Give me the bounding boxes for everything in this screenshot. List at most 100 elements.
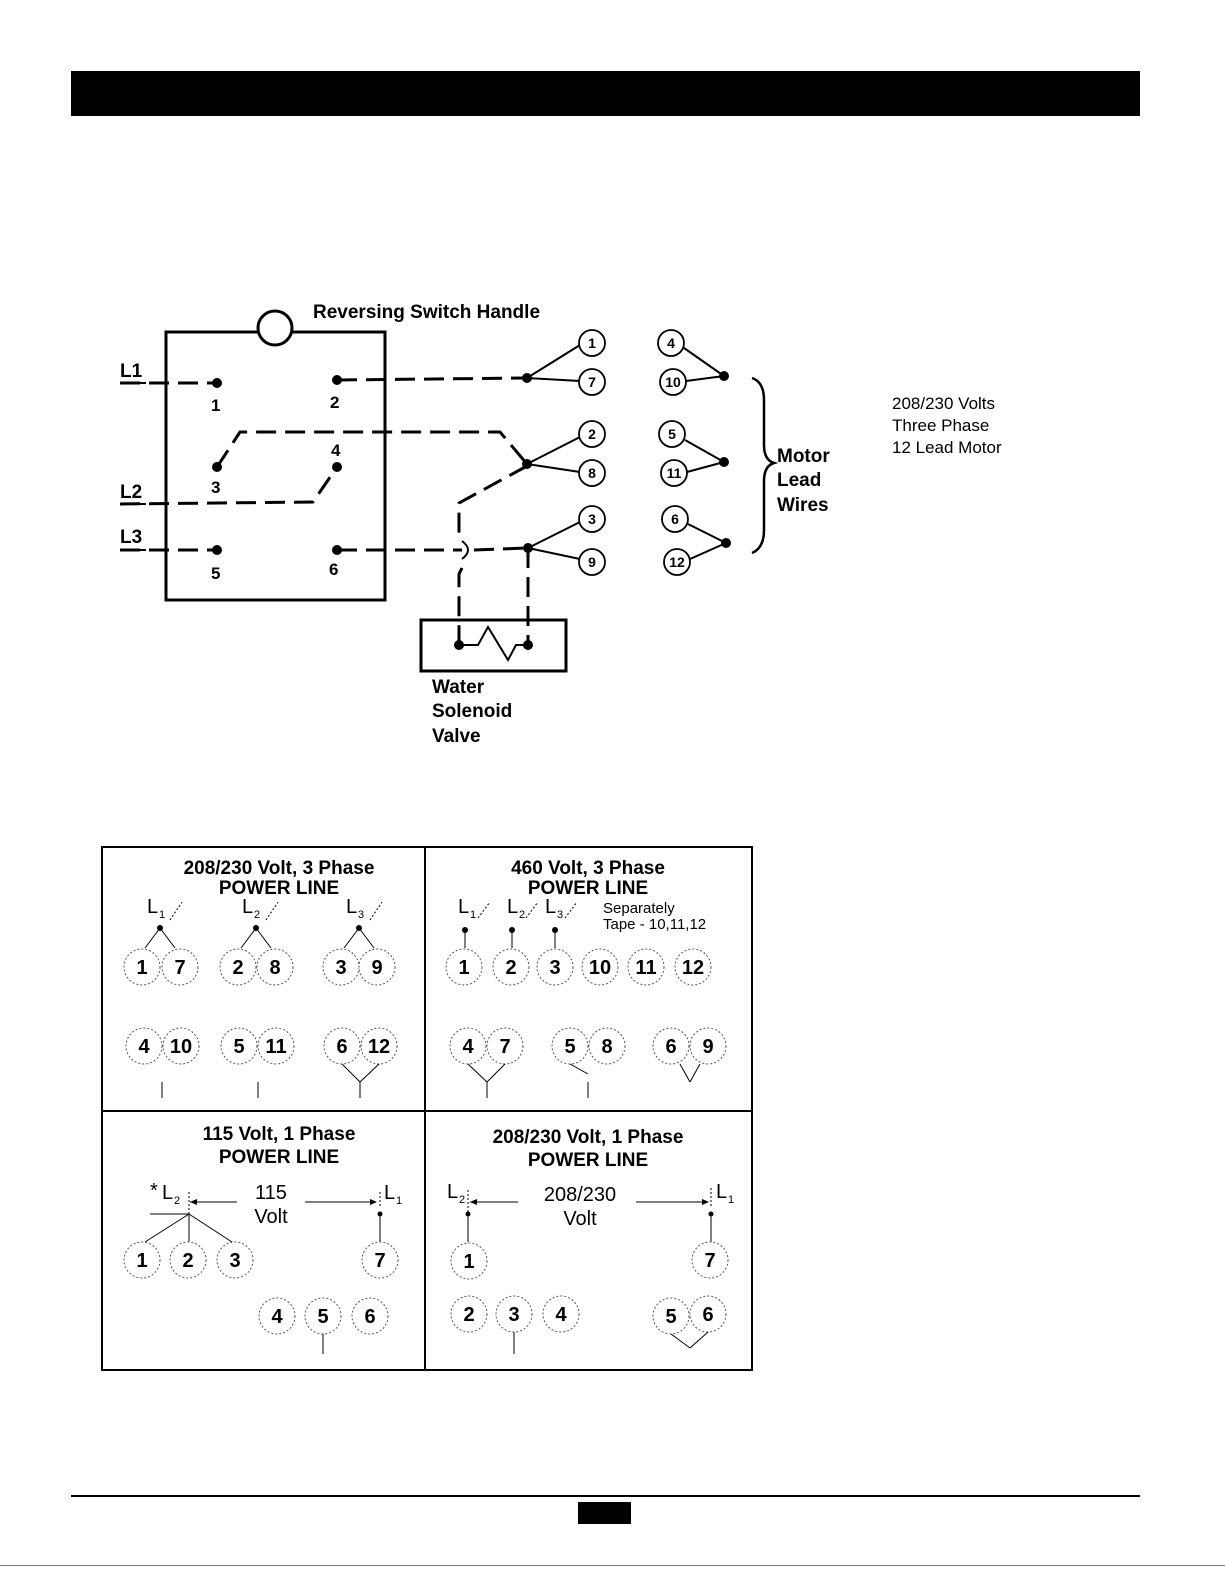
- panel2-r1-2: 2: [505, 957, 516, 979]
- lead-11-circle: [660, 459, 688, 487]
- panel2-r1-1: 1: [458, 957, 469, 979]
- panel2-l3: L: [545, 896, 556, 918]
- panel3-volt-2: Volt: [254, 1206, 288, 1228]
- switch-handle-icon: [256, 309, 294, 347]
- panel1-l3-sub: 3: [358, 909, 364, 921]
- lead-5-circle: [658, 420, 686, 448]
- valve-label-3: Valve: [432, 726, 481, 747]
- panel3-l2-sub: 2: [174, 1195, 180, 1207]
- panel2-note-1: Separately: [603, 900, 675, 917]
- terminal-4-label: 4: [331, 441, 341, 460]
- panel4-r2-2: 3: [508, 1304, 519, 1326]
- panel-460-3phase: 460 Volt, 3 Phase POWER LINE L 1 L 2 L 3…: [445, 858, 727, 1098]
- panel-208-3phase: 208/230 Volt, 3 Phase POWER LINE L 1 L 2…: [123, 858, 398, 1098]
- lead-1-label: 1: [588, 335, 596, 351]
- lead-9-circle: [578, 548, 606, 576]
- lead-8-label: 8: [588, 465, 596, 481]
- terminal-2-dot: [332, 375, 342, 385]
- panel2-r2-6: 9: [702, 1036, 713, 1058]
- panel2-r1-3: 3: [549, 957, 560, 979]
- panel3-r1-1: 1: [136, 1250, 147, 1272]
- panel1-title: 208/230 Volt, 3 Phase: [184, 858, 375, 879]
- panel1-l1: L: [147, 896, 158, 918]
- motor-lead-connectors: 1 7 2 8 3 9 4 10 5 11: [522, 329, 830, 576]
- panel4-l2-sub: 2: [459, 1194, 465, 1206]
- panel-115-1phase: 115 Volt, 1 Phase POWER LINE * L 2 L 1 1…: [123, 1124, 402, 1354]
- panel1-r1-2: 7: [174, 957, 185, 979]
- panel3-r2-2: 5: [317, 1306, 328, 1328]
- note-line-3: 12 Lead Motor: [892, 438, 1002, 457]
- switch-box: [164, 330, 387, 602]
- panel2-l2-sub: 2: [519, 909, 525, 921]
- panel2-r2-3: 5: [564, 1036, 575, 1058]
- panel4-title: 208/230 Volt, 1 Phase: [493, 1127, 684, 1148]
- panel2-r2-2: 7: [499, 1036, 510, 1058]
- connection-panels: 208/230 Volt, 3 Phase POWER LINE L 1 L 2…: [101, 846, 753, 1371]
- panel2-l2: L: [507, 896, 518, 918]
- panel4-r2-4: 5: [665, 1306, 676, 1328]
- motor-lead-label-3: Wires: [777, 495, 829, 516]
- panel4-volt-2: Volt: [563, 1208, 597, 1230]
- panel2-note-2: Tape - 10,11,12: [603, 916, 706, 933]
- valve-label-1: Water: [432, 677, 485, 698]
- panel1-l3: L: [346, 896, 357, 918]
- terminal-6-label: 6: [329, 560, 338, 579]
- lead-4-label: 4: [667, 335, 675, 351]
- terminal-1-dot: [212, 378, 222, 388]
- panel2-r1-5: 11: [635, 957, 656, 979]
- panel3-title: 115 Volt, 1 Phase: [203, 1124, 356, 1145]
- terminal-4-dot: [332, 462, 342, 472]
- panel1-r2-4: 11: [265, 1036, 286, 1058]
- terminal-6-dot: [332, 545, 342, 555]
- panel1-l1-sub: 1: [159, 909, 165, 921]
- panel3-subtitle: POWER LINE: [219, 1147, 339, 1168]
- panel2-l1: L: [458, 896, 469, 918]
- panel1-r2-2: 10: [170, 1036, 192, 1058]
- panel1-r2-5: 6: [336, 1036, 347, 1058]
- panel2-l1-sub: 1: [470, 909, 476, 921]
- terminal-3-dot: [212, 462, 222, 472]
- panel2-r2-5: 6: [665, 1036, 676, 1058]
- panel4-l1: L: [716, 1181, 727, 1203]
- lead-12-circle: [663, 548, 691, 576]
- panels-frame: [101, 846, 753, 1371]
- reversing-switch: Reversing Switch Handle L1 L2 L3 1: [119, 302, 540, 645]
- panel3-r2-3: 6: [364, 1306, 375, 1328]
- terminal-3-label: 3: [211, 478, 220, 497]
- page-number-tab: [578, 1502, 631, 1524]
- panel4-subtitle: POWER LINE: [528, 1150, 648, 1171]
- lead-6-label: 6: [671, 511, 679, 527]
- lead-9-label: 9: [588, 554, 596, 570]
- panel3-volt-1: 115: [255, 1182, 287, 1204]
- panel2-r2-4: 8: [601, 1036, 612, 1058]
- line-label-l3: L3: [120, 527, 142, 548]
- panel1-l2: L: [242, 896, 253, 918]
- note-line-2: Three Phase: [892, 416, 990, 435]
- panel-208-1phase: 208/230 Volt, 1 Phase POWER LINE L 2 L 1…: [447, 1127, 734, 1354]
- panel2-r2-1: 4: [462, 1036, 474, 1058]
- panel4-l1-sub: 1: [728, 1194, 734, 1206]
- header-bar: [71, 71, 1140, 116]
- lead-10-label: 10: [665, 374, 681, 390]
- water-solenoid-valve: Water Solenoid Valve: [419, 618, 568, 747]
- note-line-1: 208/230 Volts: [892, 394, 996, 413]
- terminal-1-label: 1: [211, 396, 220, 415]
- line-label-l1: L1: [120, 361, 143, 382]
- panel1-r2-6: 12: [368, 1036, 390, 1058]
- lead-7-circle: [578, 368, 606, 396]
- lead-1-circle: [578, 329, 606, 357]
- panel1-r2-1: 4: [138, 1036, 150, 1058]
- valve-box: [419, 618, 568, 673]
- terminal-5-dot: [212, 545, 222, 555]
- panel1-r2-3: 5: [233, 1036, 244, 1058]
- lead-11-label: 11: [667, 465, 682, 481]
- panel1-r1-4: 8: [269, 957, 280, 979]
- panel3-r1-2: 2: [182, 1250, 193, 1272]
- lead-2-label: 2: [588, 426, 596, 442]
- lead-5-label: 5: [668, 426, 676, 442]
- panel2-r1-6: 12: [682, 957, 704, 979]
- panel1-l2-sub: 2: [254, 909, 260, 921]
- panel3-l1-sub: 1: [396, 1195, 402, 1207]
- panel2-r1-4: 10: [589, 957, 611, 979]
- panel2-subtitle: POWER LINE: [528, 878, 648, 899]
